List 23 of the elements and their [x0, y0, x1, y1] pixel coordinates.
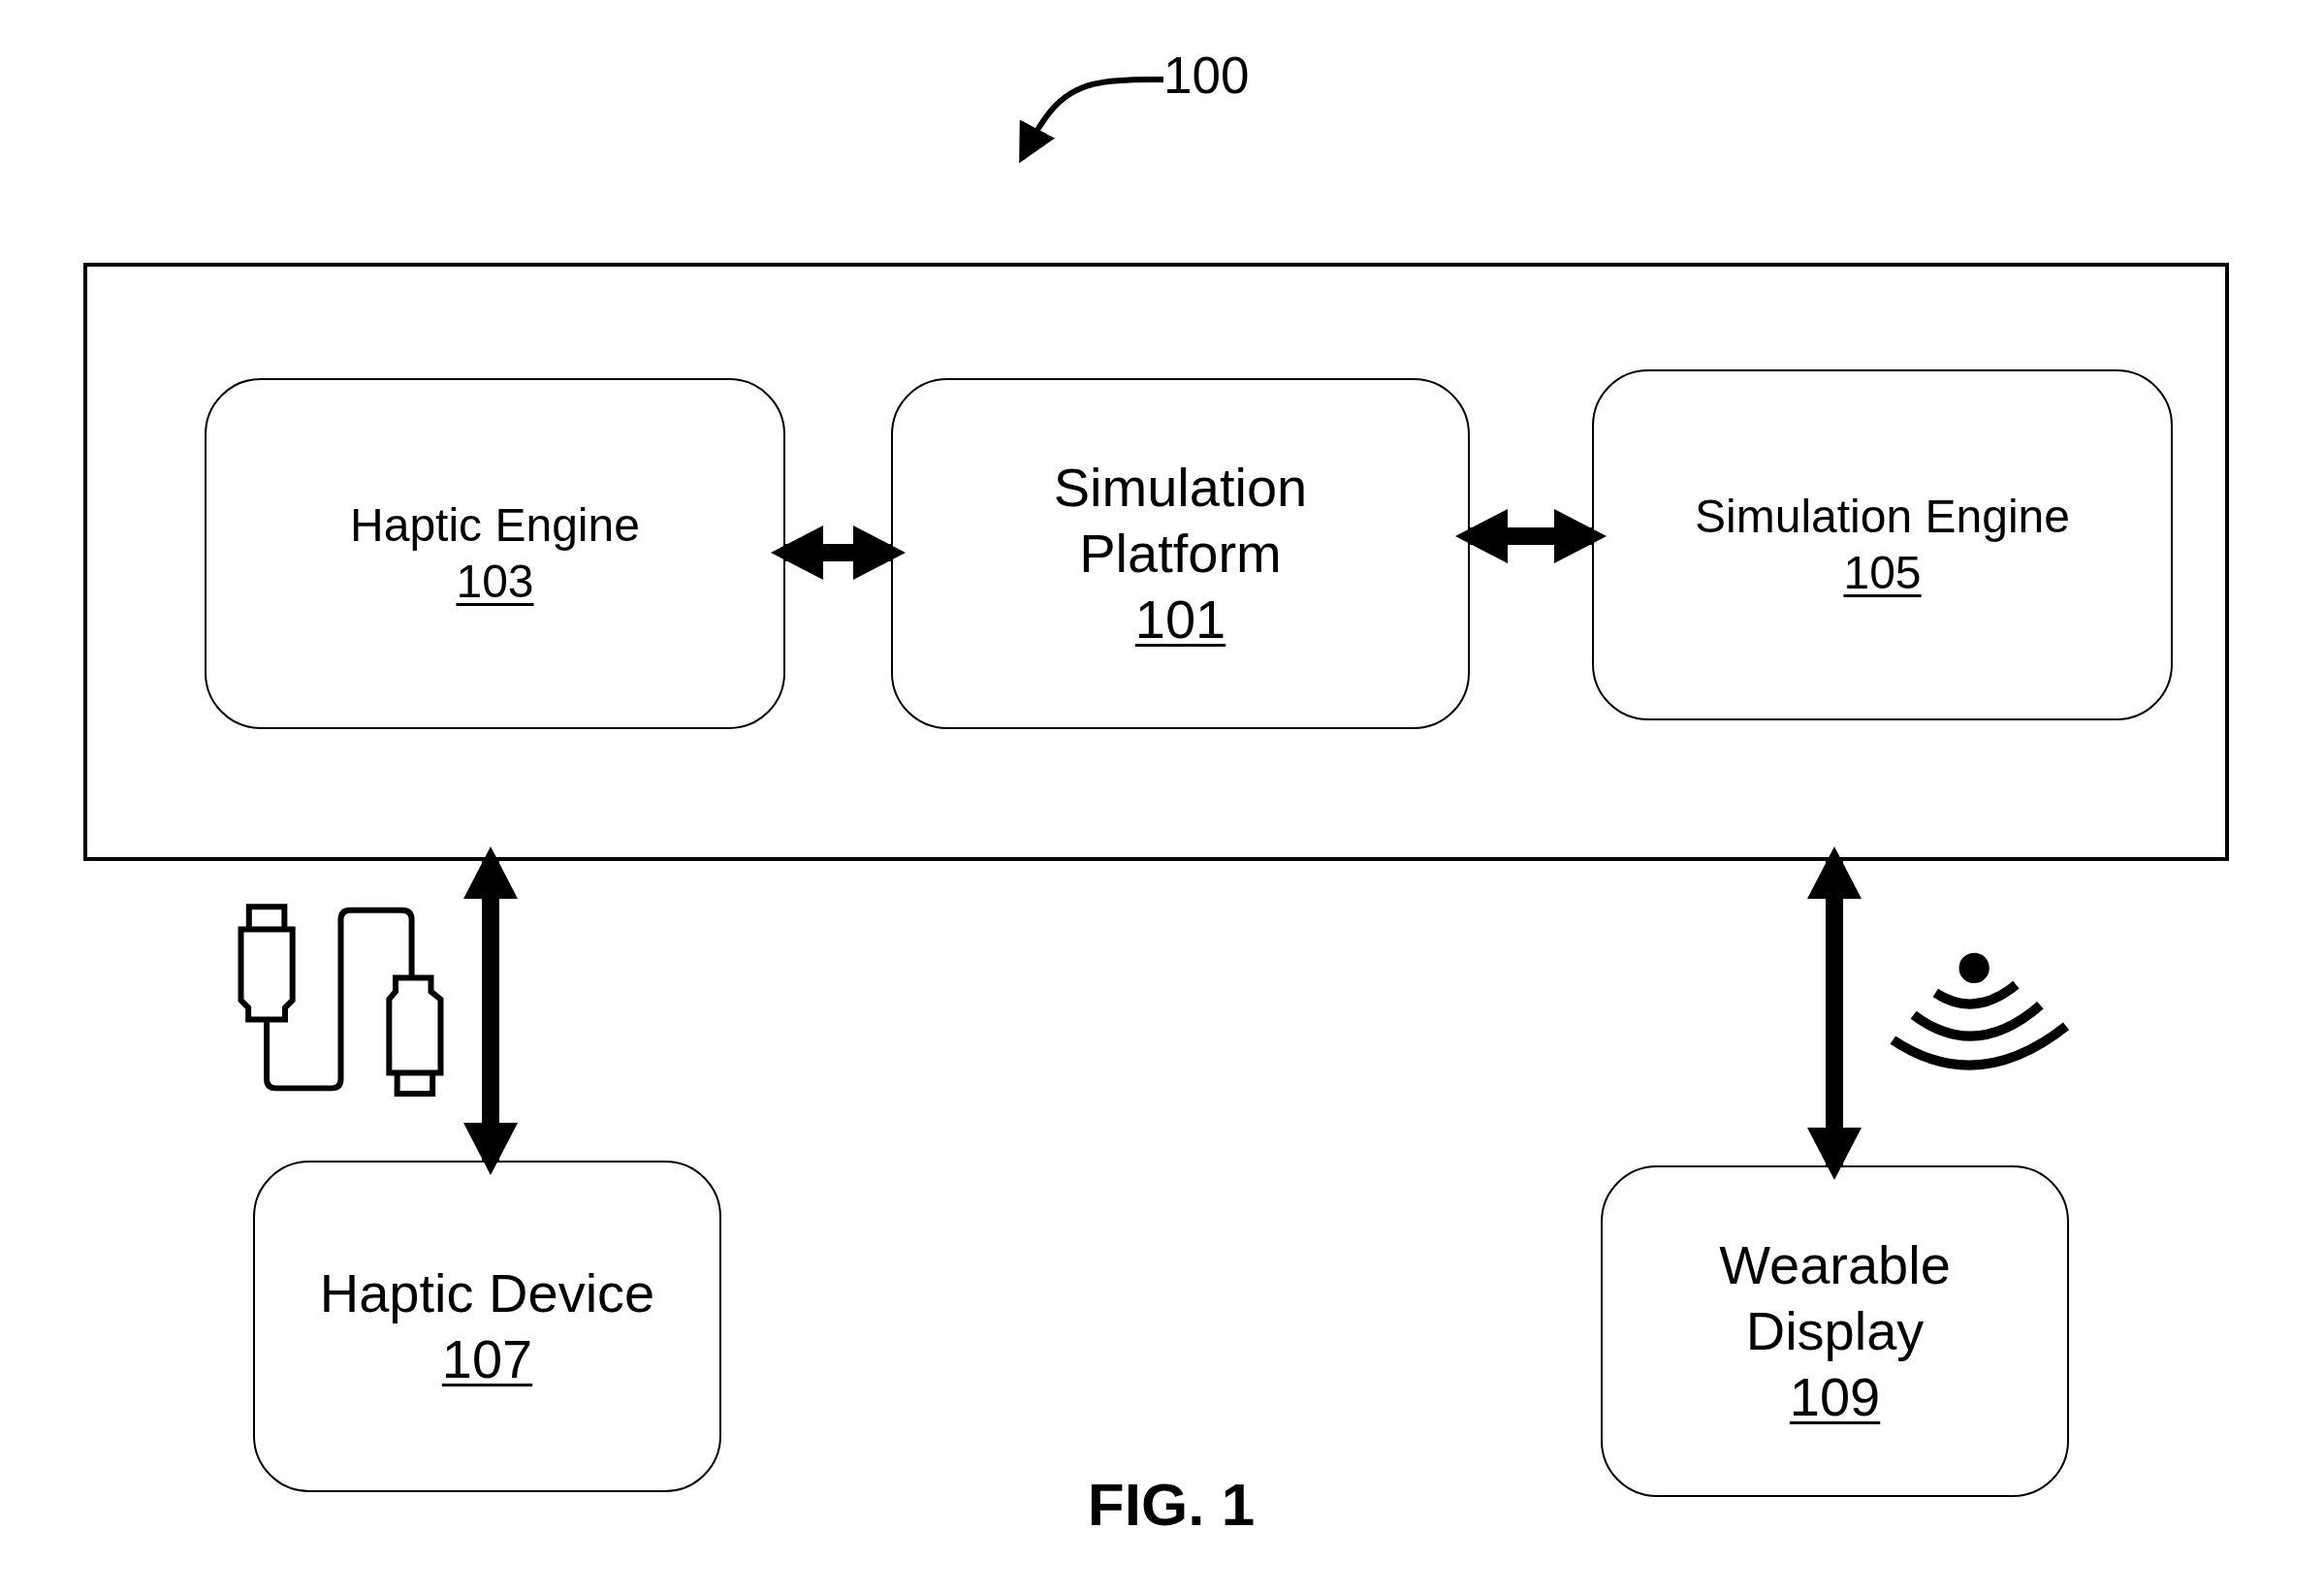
rounded-box — [1592, 369, 2173, 720]
leader-arrow — [1019, 77, 1163, 164]
component-label: Simulation Platform — [1053, 456, 1308, 587]
rounded-box — [891, 378, 1470, 729]
rounded-box — [205, 378, 785, 729]
rounded-box — [253, 1161, 721, 1492]
reference-numeral: 107 — [441, 1327, 533, 1391]
reference-numeral: 100 — [1163, 47, 1250, 106]
double-arrow — [463, 846, 518, 1175]
figure-label: FIG. 1 — [1087, 1470, 1256, 1540]
system-box — [83, 263, 2229, 861]
component-label: Haptic Device — [319, 1261, 655, 1326]
double-arrow — [1455, 509, 1607, 563]
reference-numeral: 101 — [1134, 587, 1226, 652]
double-arrow — [1807, 846, 1862, 1180]
component-label: Haptic Engine — [350, 497, 640, 553]
reference-numeral: 109 — [1789, 1364, 1881, 1429]
double-arrow — [771, 526, 906, 580]
component-label: Simulation Engine — [1695, 489, 2070, 544]
component-label: Wearable Display — [1719, 1233, 1951, 1364]
rounded-box — [1601, 1165, 2069, 1497]
reference-numeral: 105 — [1843, 546, 1922, 600]
reference-numeral: 103 — [456, 555, 534, 609]
